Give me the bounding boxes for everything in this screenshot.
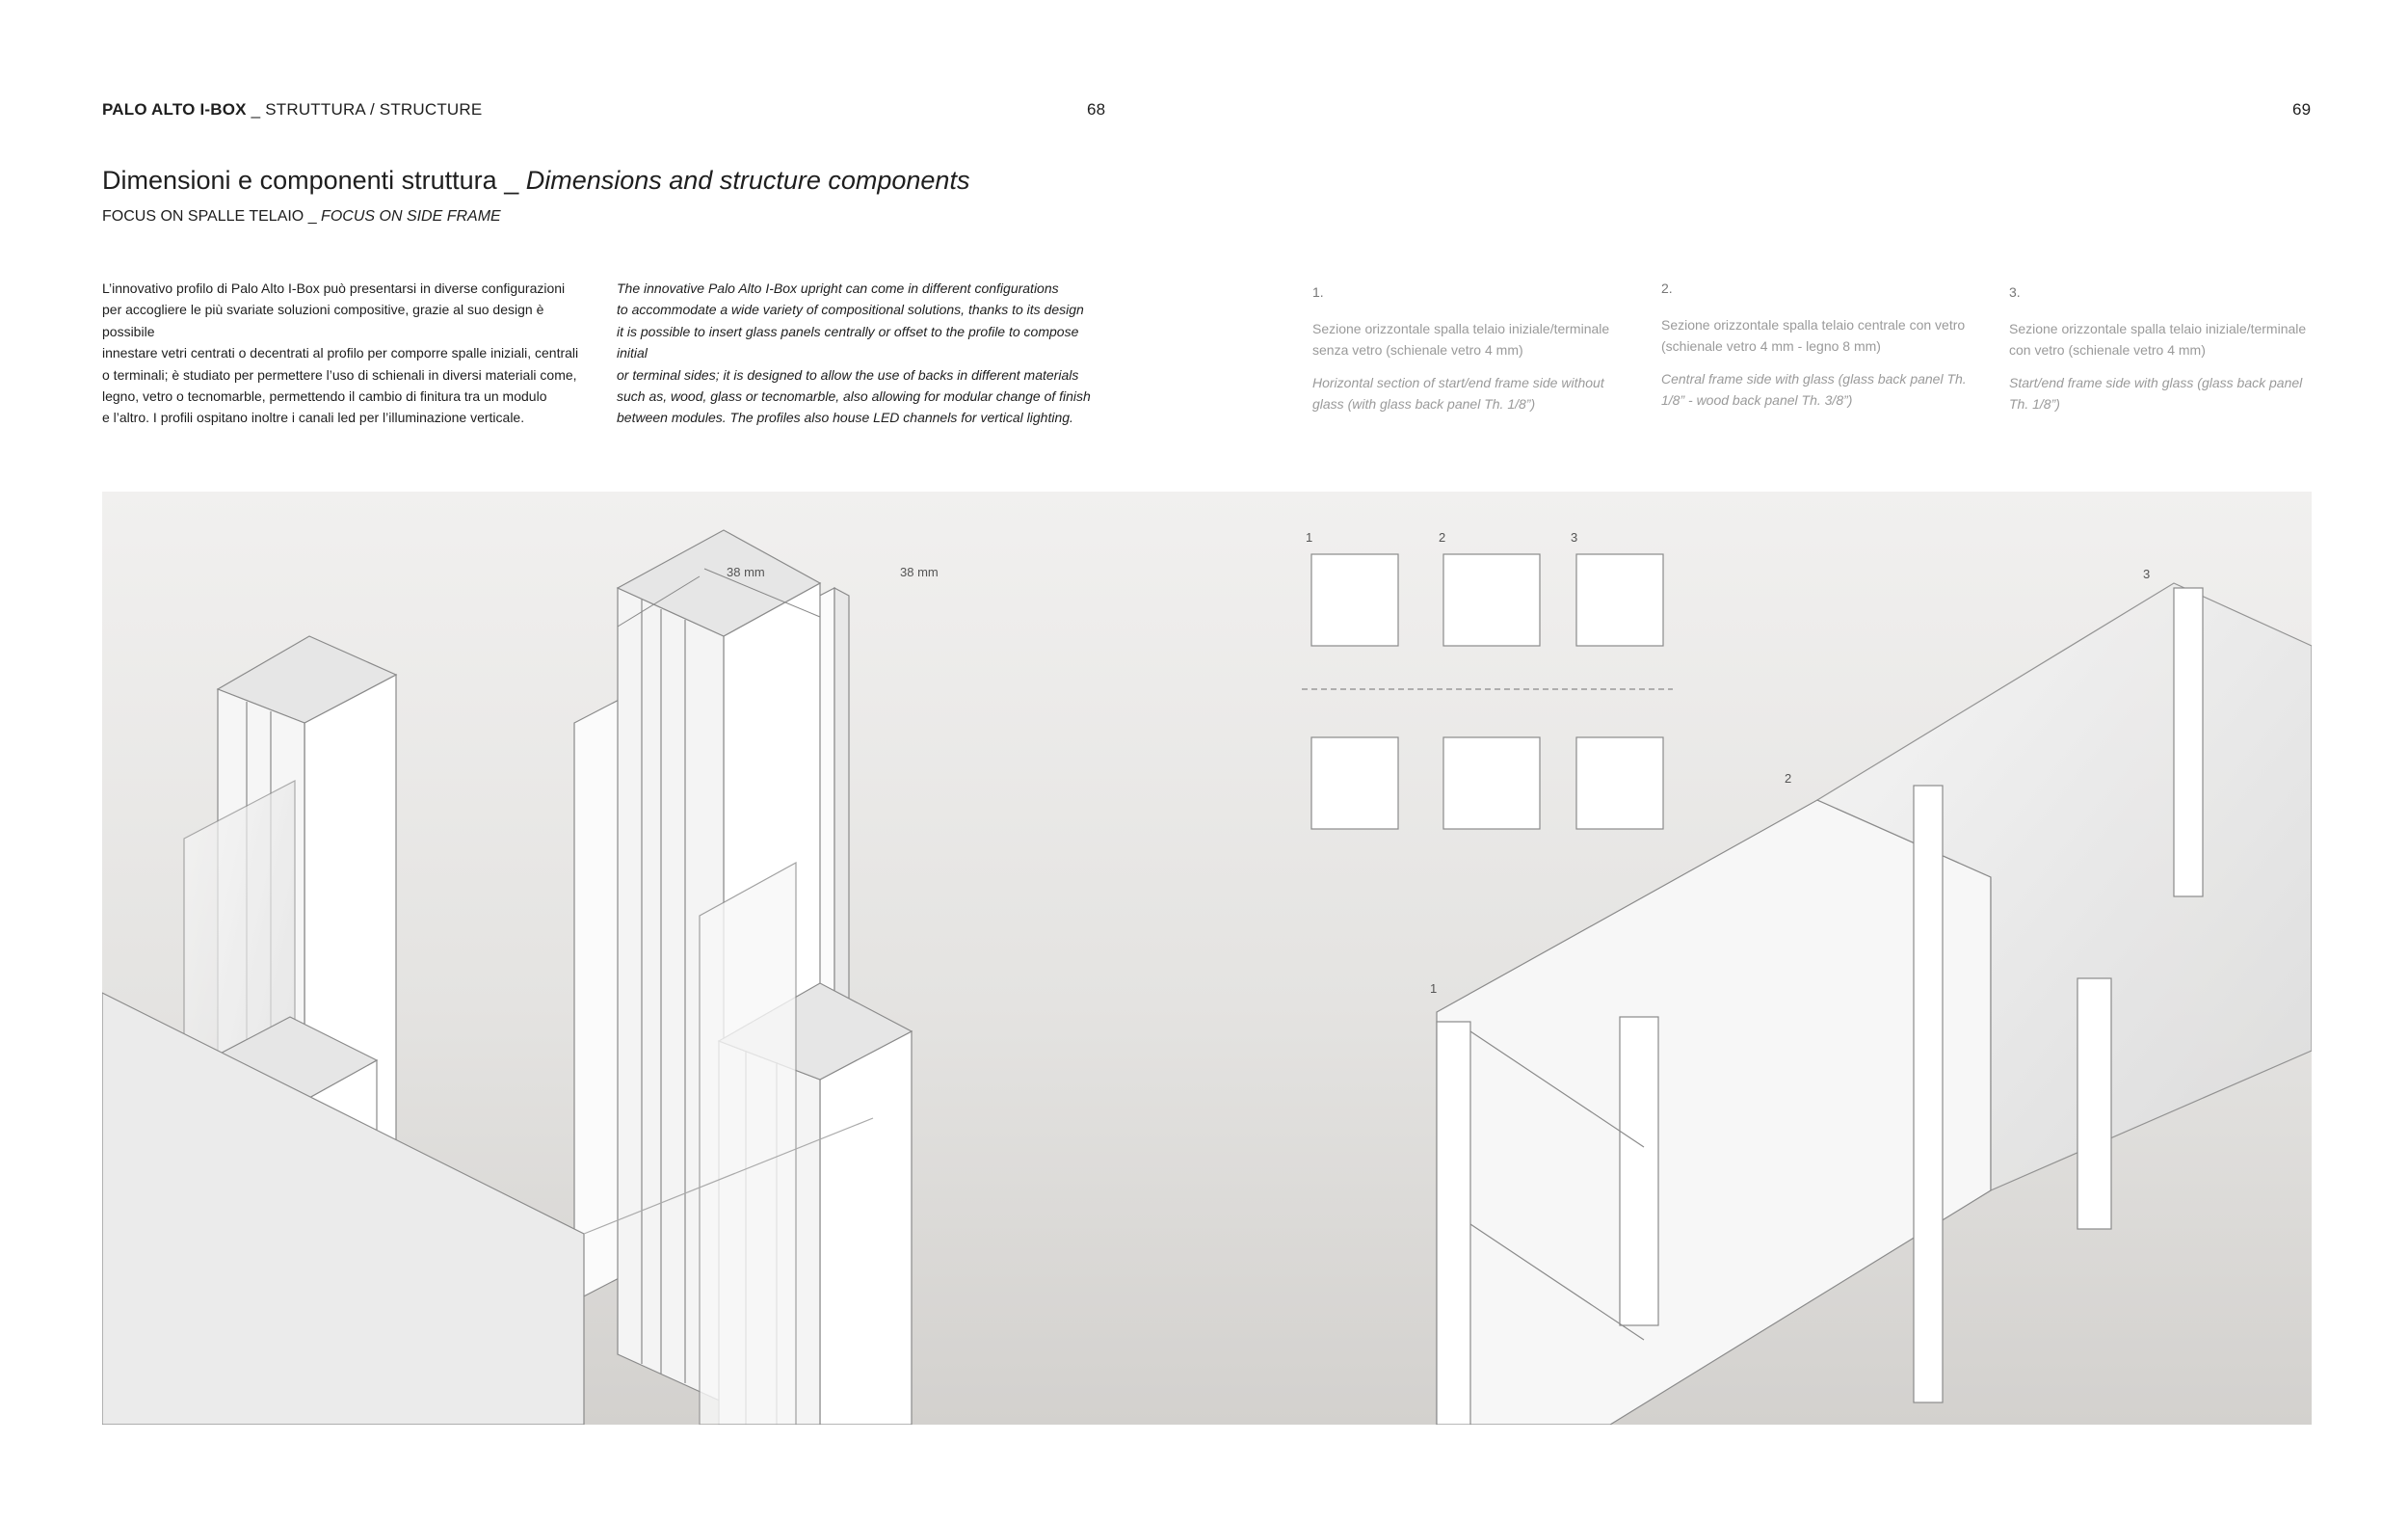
brand-name: PALO ALTO I-BOX — [102, 100, 247, 119]
page-title-it: Dimensioni e componenti struttura _ — [102, 166, 526, 195]
section-3-bottom — [1575, 736, 1664, 830]
caption-it: Sezione orizzontale spalla telaio inizia… — [1312, 321, 1610, 358]
frame-upright — [1619, 1016, 1659, 1326]
section-1-bottom — [1310, 736, 1399, 830]
illustration-canvas: 38 mm 38 mm 1 2 3 1 2 3 — [102, 492, 2312, 1425]
upright-profile-top-cap — [616, 529, 822, 637]
body-line: legno, vetro o tecnomarble, permettendo … — [102, 388, 547, 405]
technical-illustration: 38 mm 38 mm 1 2 3 1 2 3 — [102, 492, 2312, 1425]
caption-it: Sezione orizzontale spalla telaio centra… — [1661, 317, 1966, 354]
section-drawings — [1302, 553, 1673, 830]
caption-en: Horizontal section of start/end frame si… — [1312, 375, 1604, 412]
page-number-left: 68 — [1087, 100, 1106, 119]
body-line: it is possible to insert glass panels ce… — [617, 323, 1079, 361]
caption-number: 3. — [2009, 284, 2021, 300]
assembly-label-3: 3 — [2143, 567, 2150, 581]
dimension-label-right: 38 mm — [900, 565, 939, 579]
back-panel — [699, 861, 797, 1425]
assembly-label-2: 2 — [1785, 771, 1791, 786]
body-text-italian: L’innovativo profilo di Palo Alto I-Box … — [102, 278, 594, 429]
page-subtitle: FOCUS ON SPALLE TELAIO _ FOCUS ON SIDE F… — [102, 208, 501, 226]
body-line: innestare vetri centrati o decentrati al… — [102, 345, 579, 361]
glass-edge — [583, 1117, 874, 1235]
caption-1: 1. Sezione orizzontale spalla telaio ini… — [1312, 281, 1621, 414]
page-number-right: 69 — [2292, 100, 2312, 119]
frame-upright — [1913, 785, 1944, 1403]
frame-upright — [2173, 587, 2204, 897]
body-line: The innovative Palo Alto I-Box upright c… — [617, 280, 1059, 296]
body-line: e l’altro. I profili ospitano inoltre i … — [102, 410, 525, 426]
body-line: such as, wood, glass or tecnomarble, als… — [617, 388, 1091, 405]
body-line: between modules. The profiles also house… — [617, 410, 1073, 426]
caption-en: Central frame side with glass (glass bac… — [1661, 371, 1967, 408]
section-2-bottom — [1442, 736, 1541, 830]
page-subtitle-en: FOCUS ON SIDE FRAME — [321, 208, 501, 225]
body-line: per accogliere le più svariate soluzioni… — [102, 302, 544, 339]
caption-number: 1. — [1312, 284, 1324, 300]
upright-profile-center — [819, 1030, 913, 1425]
left-profiles-group — [102, 529, 913, 1425]
page-subtitle-it: FOCUS ON SPALLE TELAIO _ — [102, 208, 322, 225]
body-line: to accommodate a wide variety of composi… — [617, 302, 1084, 318]
caption-2: 2. Sezione orizzontale spalla telaio cen… — [1661, 278, 1970, 411]
dimension-lines — [617, 568, 821, 627]
right-assembly — [1436, 582, 2312, 1425]
body-line: L’innovativo profilo di Palo Alto I-Box … — [102, 280, 566, 296]
body-line: o terminali; è studiato per permettere l… — [102, 366, 577, 383]
section-label-1: 1 — [1306, 530, 1312, 545]
caption-3: 3. Sezione orizzontale spalla telaio ini… — [2009, 281, 2317, 414]
frame-upright — [1436, 1021, 1471, 1425]
caption-number: 2. — [1661, 280, 1673, 296]
section-3-top — [1575, 553, 1664, 647]
page-title-en: Dimensions and structure components — [525, 166, 970, 195]
section-label-3: 3 — [1571, 530, 1577, 545]
section-name: _ STRUTTURA / STRUCTURE — [251, 100, 483, 119]
dimension-label-left: 38 mm — [727, 565, 765, 579]
body-text-english: The innovative Palo Alto I-Box upright c… — [617, 278, 1108, 429]
section-1-top — [1310, 553, 1399, 647]
floor-panel — [102, 992, 585, 1425]
page-title: Dimensioni e componenti struttura _ Dime… — [102, 166, 969, 196]
running-header: PALO ALTO I-BOX _ STRUTTURA / STRUCTURE — [102, 100, 482, 120]
caption-en: Start/end frame side with glass (glass b… — [2009, 375, 2303, 412]
frame-upright — [2077, 977, 2112, 1230]
caption-it: Sezione orizzontale spalla telaio inizia… — [2009, 321, 2307, 358]
section-label-2: 2 — [1439, 530, 1445, 545]
body-line: or terminal sides; it is designed to all… — [617, 366, 1079, 383]
assembly-label-1: 1 — [1430, 981, 1437, 996]
section-2-top — [1442, 553, 1541, 647]
